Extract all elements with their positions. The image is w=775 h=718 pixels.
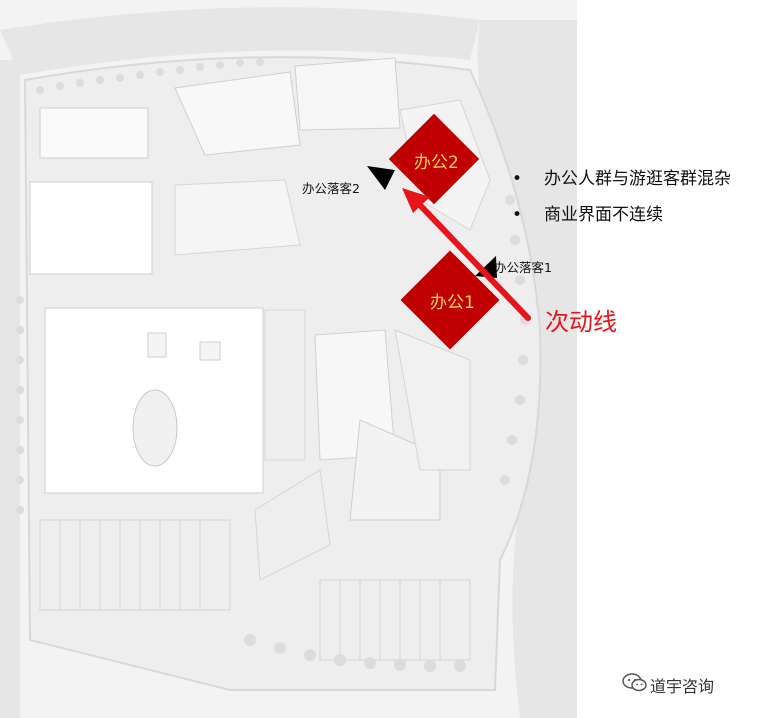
- road-north: [0, 7, 480, 76]
- atrium-detail: [199, 341, 221, 361]
- bullet: •: [512, 169, 523, 189]
- site-boundary: [23, 56, 542, 691]
- secondary-flow-arrow[interactable]: [415, 200, 531, 321]
- parking-south: [39, 519, 231, 611]
- wechat-icon: [622, 673, 647, 692]
- note-text: 办公人群与游逛客群混杂: [544, 169, 731, 189]
- block-tower: [349, 419, 441, 521]
- note-item: • 商业界面不连续: [512, 202, 731, 238]
- atrium: [132, 389, 178, 467]
- block-northwest: [39, 107, 149, 159]
- atrium-detail: [147, 332, 167, 358]
- block-north-1: [174, 71, 301, 156]
- secondary-flow-label: 次动线: [545, 308, 617, 336]
- road-west: [0, 60, 20, 718]
- watermark: 道宇咨询: [650, 677, 715, 696]
- drop-off-2-label: 办公落客2: [302, 181, 360, 196]
- office-1-label: 办公1: [430, 293, 475, 313]
- drop-off-2-marker: [367, 166, 395, 190]
- trees: [16, 58, 530, 672]
- block-central: [174, 179, 301, 256]
- block-north-2: [294, 57, 401, 131]
- parking-southeast: [254, 469, 471, 661]
- parking-west-strip: [264, 309, 306, 461]
- block-west: [29, 181, 153, 275]
- bullet: •: [512, 205, 523, 225]
- issue-notes: • 办公人群与游逛客群混杂 • 商业界面不连续: [512, 166, 731, 238]
- secondary-flow-arrowhead: [402, 188, 430, 213]
- note-text: 商业界面不连续: [544, 205, 663, 225]
- drop-off-1-label: 办公落客1: [494, 260, 552, 275]
- road-east: [477, 20, 577, 718]
- office-2-label: 办公2: [414, 153, 459, 173]
- block-east-mid: [394, 329, 471, 471]
- office-2-marker: [388, 113, 480, 205]
- note-item: • 办公人群与游逛客群混杂: [512, 166, 731, 202]
